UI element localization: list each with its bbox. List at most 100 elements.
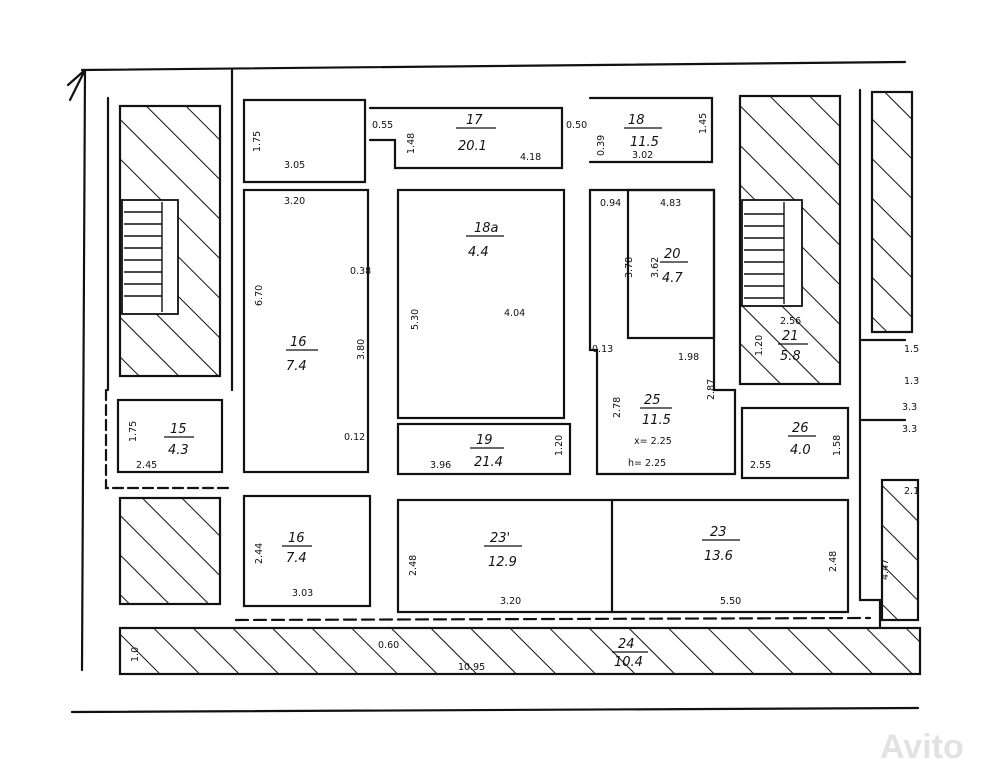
dim-320: 3.20: [284, 196, 305, 207]
room-23p-area: 12.9: [488, 555, 517, 570]
dim-055: 0.55: [372, 120, 393, 131]
room-24-number: 24: [618, 637, 635, 652]
dim-404: 4.04: [504, 308, 525, 319]
outer-wall-bottom: [70, 706, 920, 714]
dim-039: 0.39: [596, 135, 607, 156]
room-26-number: 26: [792, 421, 809, 436]
room-17-area: 7.4: [286, 359, 307, 374]
marker-tick: [66, 69, 86, 102]
room-25-area: 11.5: [642, 413, 671, 428]
room-15-area: 4.3: [168, 443, 189, 458]
room-19-walls: [396, 188, 566, 420]
room-26-area: 4.0: [790, 443, 811, 458]
dim-245: 2.45: [136, 460, 157, 471]
dim-550: 5.50: [720, 596, 741, 607]
hatch-left-lower: [118, 496, 222, 606]
room-21-area: 4.7: [662, 271, 683, 286]
room-18-walls: [368, 106, 564, 170]
dim-175-left: 1.75: [128, 421, 139, 442]
hatch-right-column: [870, 90, 914, 334]
dim-305: 3.05: [284, 160, 305, 171]
room-21-walls: [626, 188, 716, 340]
dim-396: 3.96: [430, 460, 451, 471]
stairs-right: [741, 199, 803, 307]
room-18a-walls: [588, 96, 714, 164]
dim-255: 2.55: [750, 460, 771, 471]
dim-380: 3.80: [356, 339, 367, 360]
right-wall-step: [860, 338, 907, 422]
dim-303: 3.03: [292, 588, 313, 599]
dim-158: 1.58: [832, 435, 843, 456]
dim-175-top: 1.75: [252, 131, 263, 152]
dim-148: 1.48: [406, 133, 417, 154]
dim-r13: 1.3: [904, 376, 919, 387]
dim-248-a: 2.48: [408, 555, 419, 576]
dim-670: 6.70: [254, 285, 265, 306]
dim-050: 0.50: [566, 120, 587, 131]
room-25-number: 25: [644, 393, 661, 408]
dim-198: 1.98: [678, 352, 699, 363]
dim-r33a: 3.3: [902, 402, 917, 413]
room-22-area: 5.8: [780, 349, 801, 364]
dim-248-b: 2.48: [828, 551, 839, 572]
room-upper-wall: [242, 98, 367, 184]
room-18-area: 20.1: [458, 139, 487, 154]
dim-x225: x= 2.25: [634, 436, 672, 447]
room-24-area: 10.4: [614, 655, 643, 670]
dim-120-b: 1.20: [754, 335, 765, 356]
dim-418: 4.18: [520, 152, 541, 163]
room-18a-area: 11.5: [630, 135, 659, 150]
outer-wall-left: [80, 68, 87, 672]
dim-278: 2.78: [612, 397, 623, 418]
room-19-area: 4.4: [468, 245, 489, 260]
room-16-walls: [242, 494, 372, 608]
vestibule-dashed: [104, 388, 234, 490]
room-20-number: 19: [476, 433, 493, 448]
room-23-area: 13.6: [704, 549, 733, 564]
corridor-dashed-line: [234, 616, 872, 622]
hatch-bottom-strip: [118, 626, 922, 676]
dim-10: 1.0: [130, 647, 141, 662]
room-18a-number: 18: [628, 113, 645, 128]
room-23p-number: 23': [490, 531, 510, 546]
room-23-number: 23: [710, 525, 727, 540]
stairs-left: [121, 199, 179, 315]
dim-145: 1.45: [698, 113, 709, 134]
dim-038: 0.38: [350, 266, 371, 277]
dim-060: 0.60: [378, 640, 399, 651]
room-17-number: 16: [290, 335, 307, 350]
dim-447: 4.47: [880, 559, 891, 580]
dim-483: 4.83: [660, 198, 681, 209]
room-17-walls: [242, 188, 370, 474]
dim-013: 0.13: [592, 344, 613, 355]
room-18-number: 17: [466, 113, 483, 128]
watermark-avito: Avito: [880, 728, 964, 766]
room-25-walls: [588, 188, 737, 476]
dim-378: 3.78: [624, 257, 635, 278]
right-wall: [858, 88, 882, 642]
room-20-area: 21.4: [474, 455, 503, 470]
dim-094: 0.94: [600, 198, 621, 209]
dim-012: 0.12: [344, 432, 365, 443]
room-19-number: 18a: [474, 221, 499, 236]
dim-h225: h= 2.25: [628, 458, 666, 469]
dim-320-b: 3.20: [500, 596, 521, 607]
room-15-walls: [116, 398, 224, 474]
dim-1095: 10.95: [458, 662, 485, 673]
dim-244: 2.44: [254, 543, 265, 564]
dim-r21: 2.1: [904, 486, 919, 497]
hatch-right-lower: [880, 478, 920, 622]
stairs-left-steps: [124, 202, 163, 312]
dim-256: 2.56: [780, 316, 801, 327]
dim-530: 5.30: [410, 309, 421, 330]
dim-362: 3.62: [650, 257, 661, 278]
dim-302: 3.02: [632, 150, 653, 161]
room-16-number: 16: [288, 531, 305, 546]
dim-r15: 1.5: [904, 344, 919, 355]
room-15-number: 15: [170, 422, 187, 437]
dim-120: 1.20: [554, 435, 565, 456]
room-23-walls: [396, 498, 850, 614]
room-22-number: 21: [782, 329, 799, 344]
dim-r33b: 3.3: [902, 424, 917, 435]
